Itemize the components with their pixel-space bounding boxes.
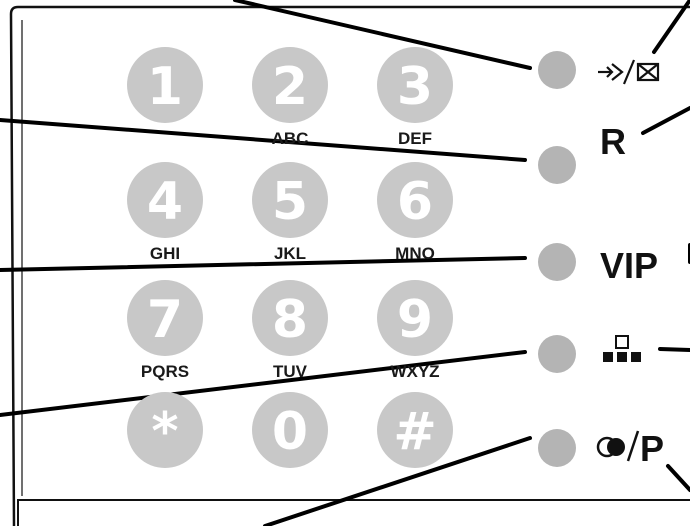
recall-button[interactable] [538,146,576,184]
leader-line [658,347,690,352]
key-digit: 6 [397,172,433,232]
key-face [377,280,453,356]
hold-pause-button[interactable] [538,429,576,467]
key-letters: PQRS [141,362,189,381]
leader-line [666,464,690,492]
key-digit: * [151,402,178,462]
key-face [377,392,453,468]
key-digit: 5 [272,172,308,232]
keypad-key-0[interactable]: 0 [252,392,328,468]
function-buttons [538,51,576,467]
key-letters: WXYZ [390,362,439,381]
function-labels: R VIP P [596,59,664,469]
keypad-key-hash[interactable]: # [377,392,453,468]
key-digit: 4 [147,172,183,232]
key-face [252,162,328,238]
key-letters: DEF [398,129,432,148]
key-face [252,392,328,468]
key-digit: 7 [147,290,183,350]
hold-pause-label: P [640,428,664,469]
key-letters: ABC [272,129,309,148]
conference-icon [603,335,641,362]
key-face [377,162,453,238]
vip-label: VIP [600,245,658,286]
key-digit: 3 [397,57,433,117]
vip-button[interactable] [538,243,576,281]
key-digit: 1 [147,57,183,117]
key-face [127,392,203,468]
conference-button[interactable] [538,335,576,373]
leader-line [233,0,532,70]
key-letters: TUV [273,362,308,381]
keypad-key-1[interactable]: 1 [127,47,203,123]
transfer-mute-button[interactable] [538,51,576,89]
leader-line [0,256,527,272]
hold-icon [596,430,640,462]
leader-line [0,350,527,417]
key-digit: 8 [272,290,308,350]
leader-line [641,106,690,135]
key-face [252,280,328,356]
key-digit: # [393,402,437,462]
leader-line [652,0,690,54]
recall-label: R [600,121,626,162]
key-letters: MNO [395,244,435,263]
keypad-key-star[interactable]: * [127,392,203,468]
key-letters: JKL [274,244,306,263]
leader-line [263,436,532,526]
key-face [252,47,328,123]
key-face [127,162,203,238]
key-digit: 0 [272,402,308,462]
leader-line [0,118,527,162]
key-face [127,47,203,123]
key-digit: 9 [397,290,433,350]
key-face [377,47,453,123]
key-face [127,280,203,356]
transfer-mute-icon [598,59,660,85]
key-digit: 2 [272,57,308,117]
key-letters: GHI [150,244,180,263]
